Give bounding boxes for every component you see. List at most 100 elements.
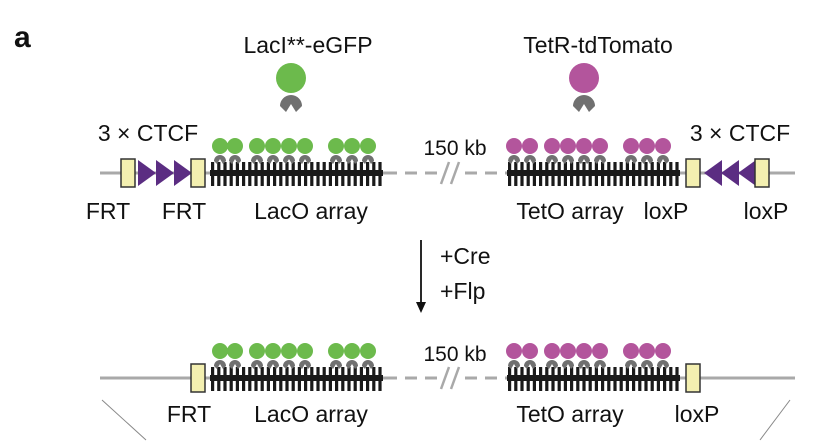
fluorescent-protein-bead [227,138,243,154]
gap-distance-label: 150 kb [423,137,486,160]
bound-repressor-icon [251,360,263,369]
array-repeat-bar [526,162,530,186]
array-repeat-bar [632,162,636,186]
laco-array-label: LacO array [254,401,368,427]
fluorescent-protein-bead [212,138,228,154]
array-repeat-bar [211,162,215,186]
array-repeat-bar [551,162,555,186]
array-repeat-bar [266,367,270,391]
teto-array [506,138,680,186]
array-repeat-bar [539,162,543,186]
fluorescent-protein-bead [576,138,592,154]
array-repeat-bar [576,367,580,391]
ctcf-triangle [138,160,156,186]
array-repeat-bar [366,162,370,186]
array-repeat-bar [217,162,221,186]
array-repeat-bar [242,367,246,391]
gap-break-mark [439,366,461,390]
array-repeat-bar [570,367,574,391]
fluorescent-protein-bead [212,343,228,359]
frt-site-box [190,158,206,188]
bound-repressor-icon [524,155,536,164]
fluorescent-protein-bead [655,343,671,359]
array-repeat-bar [372,367,376,391]
array-repeat-bar [638,162,642,186]
bound-repressor-icon [330,155,342,164]
array-repeat-bar [242,162,246,186]
fluorescent-protein-bead [344,138,360,154]
ctcf-triangle [174,160,192,186]
array-repeat-bar [520,162,524,186]
ctcf-triangle [704,160,722,186]
bound-repressor-icon [562,360,574,369]
array-repeat-bar [217,367,221,391]
array-repeat-bar [229,162,233,186]
bound-repressor-icon [657,155,669,164]
ctcf-triangle [721,160,739,186]
array-repeat-bar [514,367,518,391]
array-repeat-bar [328,162,332,186]
array-repeat-bar [588,162,592,186]
frt-label: FRT [162,198,206,224]
array-repeat-bar [359,162,363,186]
array-repeat-bar [563,367,567,391]
fluorescent-protein-bead [360,343,376,359]
fluorescent-protein-bead [576,343,592,359]
laci-egfp-label: LacI**-eGFP [243,32,372,58]
fluorescent-protein-bead [249,343,265,359]
array-repeat-bar [594,162,598,186]
array-repeat-bar [322,162,326,186]
array-repeat-bar [211,367,215,391]
recombination-arrow [416,240,426,313]
array-repeat-bar [297,367,301,391]
array-repeat-bar [588,367,592,391]
laco-array-label: LacO array [254,198,368,224]
array-repeat-bar [297,162,301,186]
array-repeat-bar [563,162,567,186]
array-repeat-bar [613,367,617,391]
array-repeat-bar [656,162,660,186]
bound-repressor-icon [299,155,311,164]
bound-repressor-icon [346,360,358,369]
array-repeat-bar [223,367,227,391]
array-repeat-bar [359,367,363,391]
fluorescent-protein-bead [639,343,655,359]
array-repeat-bar [650,162,654,186]
array-repeat-bar [291,162,295,186]
fluorescent-protein-bead [297,138,313,154]
array-repeat-bar [229,367,233,391]
array-repeat-bar [291,367,295,391]
fluorescent-protein-bead [360,138,376,154]
panel-label: a [14,21,31,54]
array-repeat-bar [341,367,345,391]
bound-repressor-icon [578,155,590,164]
bound-repressor-icon [524,360,536,369]
array-repeat-bar [304,367,308,391]
array-repeat-bar [235,367,239,391]
loxp-label: loxP [644,198,689,224]
fluorescent-protein-bead [592,343,608,359]
array-repeat-bar [514,162,518,186]
array-repeat-bar [335,367,339,391]
fluorescent-protein-bead [592,138,608,154]
array-repeat-bar [545,162,549,186]
array-repeat-bar [545,367,549,391]
array-repeat-bar [582,162,586,186]
array-repeat-bar [601,367,605,391]
array-repeat-bar [675,162,679,186]
array-repeat-bar [266,162,270,186]
bound-repressor-icon [508,155,520,164]
array-repeat-bar [304,162,308,186]
array-backbone [507,375,680,381]
array-repeat-bar [594,367,598,391]
bound-repressor-icon [346,155,358,164]
array-repeat-bar [254,162,258,186]
fluorescent-protein-bead [623,138,639,154]
fluorescent-protein-bead [344,343,360,359]
bound-repressor-icon [362,155,374,164]
laci-egfp-protein [276,63,306,112]
bound-repressor-icon [594,155,606,164]
bound-repressor-icon [641,155,653,164]
bound-repressor-icon [214,155,226,164]
